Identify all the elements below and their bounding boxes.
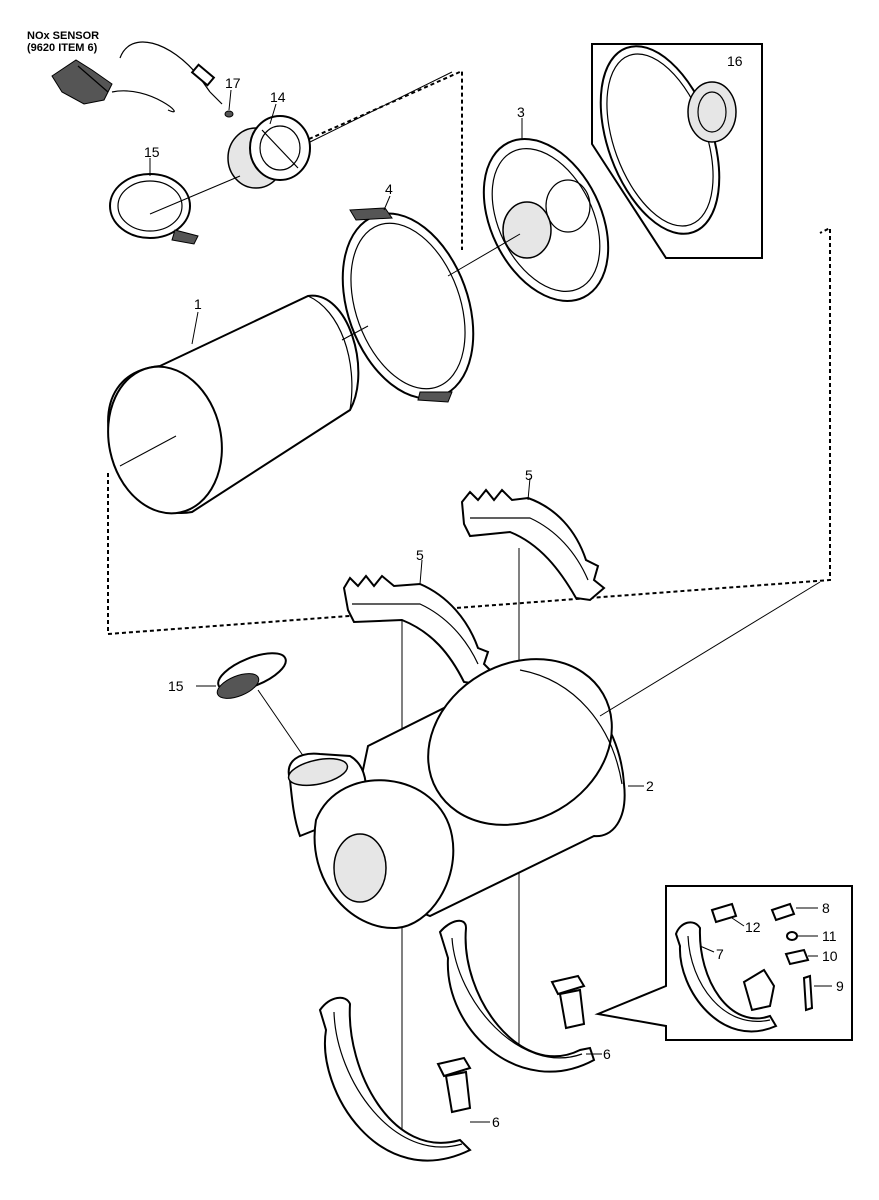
nox-sensor-label-line2: (9620 ITEM 6) — [27, 42, 98, 54]
callout-12: 12 — [745, 919, 761, 935]
callout-15-mid: 15 — [168, 678, 184, 694]
part-4-vband-clamp: 4 — [341, 181, 475, 403]
callout-14: 14 — [270, 89, 286, 105]
callout-3: 3 — [517, 104, 525, 120]
hardware-detail-inset: 7 12 8 11 10 9 — [594, 885, 853, 1041]
part-14-adapter: 14 — [227, 89, 311, 189]
part-1-filter-cylinder: 1 — [107, 294, 369, 515]
part-2-housing: 2 — [287, 581, 821, 930]
part-6-strap-right: 6 — [438, 919, 611, 1073]
part-17-washer: 17 — [224, 75, 241, 118]
callout-11: 11 — [822, 928, 837, 944]
nox-sensor-label-line1: NOx SENSOR — [27, 30, 99, 42]
callout-7: 7 — [716, 946, 724, 962]
part-5-bracket-lower: 5 — [342, 547, 494, 686]
nox-sensor: NOx SENSOR (9620 ITEM 6) — [27, 30, 223, 113]
callout-8: 8 — [822, 900, 830, 916]
part-6-strap-left: 6 — [318, 996, 500, 1162]
part-5-bracket-upper: 5 — [460, 467, 606, 602]
callout-9: 9 — [836, 978, 844, 994]
callout-16: 16 — [727, 53, 743, 69]
callout-15-top: 15 — [144, 144, 160, 160]
callout-5-upper: 5 — [525, 467, 533, 483]
part-15-clamp-middle: 15 — [168, 652, 307, 761]
callout-6-right: 6 — [603, 1046, 611, 1062]
part-3-end-cap: 3 — [482, 104, 610, 302]
callout-5-lower: 5 — [416, 547, 424, 563]
callout-2: 2 — [646, 778, 654, 794]
part-16-inset: 16 — [591, 43, 763, 259]
callout-6-left: 6 — [492, 1114, 500, 1130]
part-15-clamp-top: 15 — [109, 144, 199, 245]
callout-4: 4 — [385, 181, 393, 197]
callout-10: 10 — [822, 948, 838, 964]
callout-17: 17 — [225, 75, 241, 91]
callout-1: 1 — [194, 296, 202, 312]
